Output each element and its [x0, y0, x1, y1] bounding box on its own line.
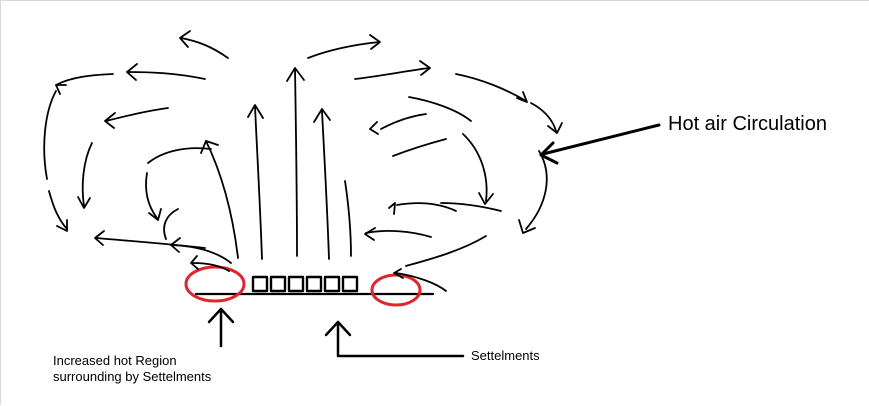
rising-arrows	[200, 67, 352, 260]
left-circulation-arrows	[43, 30, 232, 272]
hot-air-pointer-head	[539, 141, 559, 165]
settlements-pointer-head	[324, 320, 352, 337]
settlement-box	[305, 275, 323, 293]
hot-air-circulation-label: Hot air Circulation	[668, 113, 827, 135]
settlement-box	[287, 275, 305, 293]
settlement-box	[251, 275, 269, 293]
settlement-box	[341, 275, 359, 293]
hot-region-label-line-1: Increased hot Region	[53, 353, 177, 368]
settlement-box	[323, 275, 341, 293]
settlements-pointer-line	[336, 321, 465, 358]
hot-region-circle-left	[184, 265, 246, 303]
right-circulation-arrows	[307, 34, 563, 292]
hot-region-label: Increased hot Region surrounding by Sett…	[53, 353, 211, 386]
hot-region-circle-right	[370, 273, 422, 307]
hot-air-pointer-line	[541, 123, 661, 156]
settlements-label: Settelments	[471, 348, 540, 363]
hot-region-label-line-2: surrounding by Settelments	[53, 369, 212, 385]
region-pointer-head	[207, 307, 235, 324]
settlement-boxes	[251, 275, 359, 293]
settlement-box	[269, 275, 287, 293]
